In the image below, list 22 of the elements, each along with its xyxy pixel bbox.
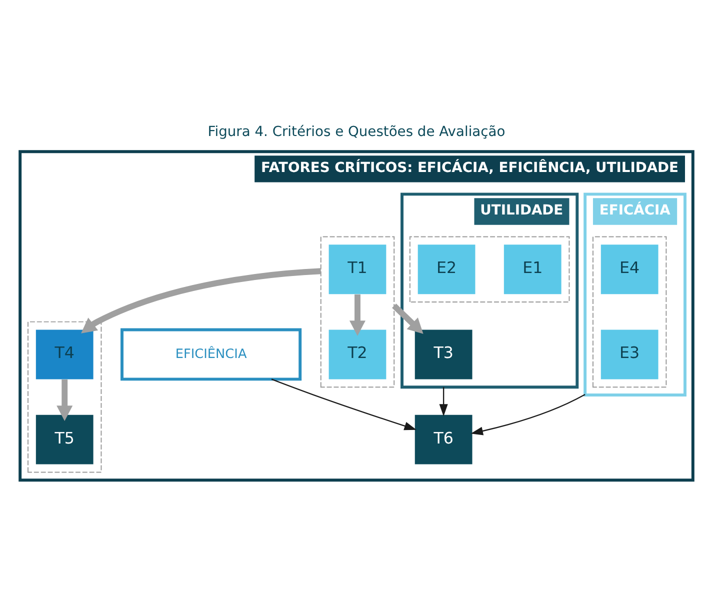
arrow	[470, 394, 586, 436]
arrow	[271, 378, 417, 430]
node-box: E2	[418, 244, 476, 294]
cluster	[320, 236, 395, 388]
diagram-title: Figura 4. Critérios e Questões de Avaliação	[208, 124, 506, 140]
node-box: T6	[414, 414, 472, 464]
node-box: T3	[414, 330, 472, 380]
node-box: T5	[36, 414, 94, 464]
node-box: EFICIÊNCIA	[120, 328, 302, 381]
node-box: T1	[328, 244, 386, 294]
cluster	[592, 236, 667, 388]
node-box: E3	[600, 330, 658, 380]
arrow	[56, 380, 73, 421]
arrow	[81, 268, 322, 334]
node-box: E4	[600, 244, 658, 294]
node-box: T4	[36, 330, 94, 380]
cluster	[28, 321, 102, 473]
arrow	[349, 294, 366, 336]
cluster	[409, 236, 570, 303]
arrow	[439, 387, 448, 416]
node-box: T2	[328, 330, 386, 380]
node-box: E1	[504, 244, 562, 294]
